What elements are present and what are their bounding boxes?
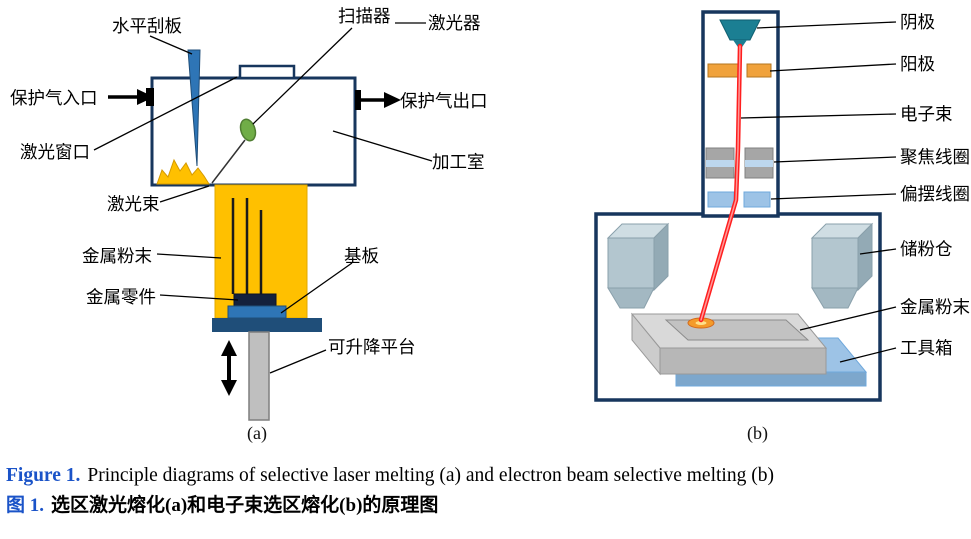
label-tool-box: 工具箱	[900, 338, 953, 358]
label-metal-part: 金属零件	[86, 287, 156, 307]
scraper-blade-shape	[187, 49, 201, 167]
leader-metal-powder-a	[156, 253, 222, 259]
leader-laser-beam	[159, 185, 210, 203]
caption-en: Figure 1. Principle diagrams of selective…	[6, 464, 968, 489]
build-table-shape	[659, 347, 827, 375]
leader-lift-platform	[269, 349, 327, 374]
deflection-coil-shape	[707, 191, 735, 208]
label-substrate: 基板	[344, 246, 379, 266]
powder-hopper-left	[607, 237, 655, 289]
powder-hopper-right	[811, 287, 859, 309]
leader-metal-part	[159, 294, 239, 301]
updown-arrow-icon	[221, 380, 237, 396]
label-focus-coil: 聚焦线圈	[900, 147, 970, 167]
panel-b-sublabel: (b)	[747, 423, 768, 443]
label-scanner: 扫描器	[338, 6, 391, 26]
label-deflection-coil: 偏摆线圈	[900, 184, 970, 204]
label-process-chamber: 加工室	[432, 152, 485, 172]
caption-zh-label: 图 1.	[6, 494, 45, 516]
ebsm-diagram	[594, 10, 897, 402]
label-cathode: 阴极	[900, 12, 935, 32]
powder-hopper-left	[653, 222, 669, 292]
powder-pile-shape	[156, 158, 210, 185]
focus-coil-shape	[745, 160, 773, 167]
powder-hopper-right	[857, 222, 873, 292]
label-electron-beam: 电子束	[900, 104, 953, 124]
piston-shape	[248, 331, 270, 421]
powder-layer-shape	[664, 319, 810, 341]
gas-outlet-arrow-icon	[384, 92, 401, 108]
scanner-mirror-shape	[239, 118, 257, 142]
cathode-shape	[719, 19, 761, 41]
updown-arrow-icon	[221, 340, 237, 356]
label-laser-beam: 激光束	[107, 194, 160, 214]
leader-substrate	[280, 262, 353, 314]
label-anode: 阳极	[900, 54, 935, 74]
panel-a-sublabel: (a)	[247, 423, 267, 443]
leader-powder-bin	[859, 248, 897, 255]
label-metal-powder-b: 金属粉末	[900, 297, 970, 317]
anode-shape	[746, 63, 772, 78]
powder-hopper-right	[811, 237, 859, 289]
platform-bar-shape	[212, 318, 322, 332]
laser-beam-line	[211, 139, 246, 184]
label-lift-platform: 可升降平台	[328, 337, 416, 357]
slm-diagram	[93, 22, 433, 421]
melt-spot-shape	[695, 321, 707, 325]
figure-caption: Figure 1. Principle diagrams of selective…	[6, 464, 968, 523]
leader-laser-window	[93, 76, 238, 151]
leader-anode	[769, 63, 897, 72]
focus-coil-shape	[706, 160, 734, 167]
substrate-shape	[227, 305, 287, 319]
gas-inlet-arrow-icon	[137, 89, 154, 105]
label-laser-window: 激光窗口	[20, 142, 90, 162]
powder-hopper-left	[607, 287, 655, 309]
leader-chamber	[332, 130, 433, 162]
label-horizontal-scraper: 水平刮板	[112, 16, 182, 36]
leader-electron-beam	[740, 113, 897, 119]
metal-part-shape	[233, 293, 277, 307]
label-gas-inlet: 保护气入口	[10, 88, 98, 108]
label-metal-powder-a: 金属粉末	[82, 246, 152, 266]
caption-zh-text: 选区激光熔化(a)和电子束选区熔化(b)的原理图	[51, 494, 439, 516]
caption-zh: 图 1. 选区激光熔化(a)和电子束选区熔化(b)的原理图	[6, 494, 968, 518]
leader-tool-box	[839, 347, 897, 363]
gas-outlet-port-shape	[355, 90, 361, 110]
caption-en-text: Principle diagrams of selective laser me…	[87, 465, 774, 486]
leader-scanner	[252, 27, 353, 125]
leader-cathode	[756, 21, 897, 29]
leader-deflection-coil	[770, 193, 897, 200]
laser-window-shape	[238, 64, 296, 80]
label-gas-outlet: 保护气出口	[400, 91, 488, 111]
caption-en-label: Figure 1.	[6, 465, 81, 486]
leader-scraper	[149, 35, 193, 55]
anode-shape	[707, 63, 739, 78]
leader-metal-powder-b	[799, 306, 897, 331]
deflection-coil-shape	[743, 191, 771, 208]
leader-focus-coil	[773, 156, 897, 163]
electron-beam-shape	[700, 45, 741, 321]
label-powder-bin: 储粉仓	[900, 239, 953, 259]
diagram-canvas	[93, 10, 897, 421]
label-laser: 激光器	[428, 13, 481, 33]
